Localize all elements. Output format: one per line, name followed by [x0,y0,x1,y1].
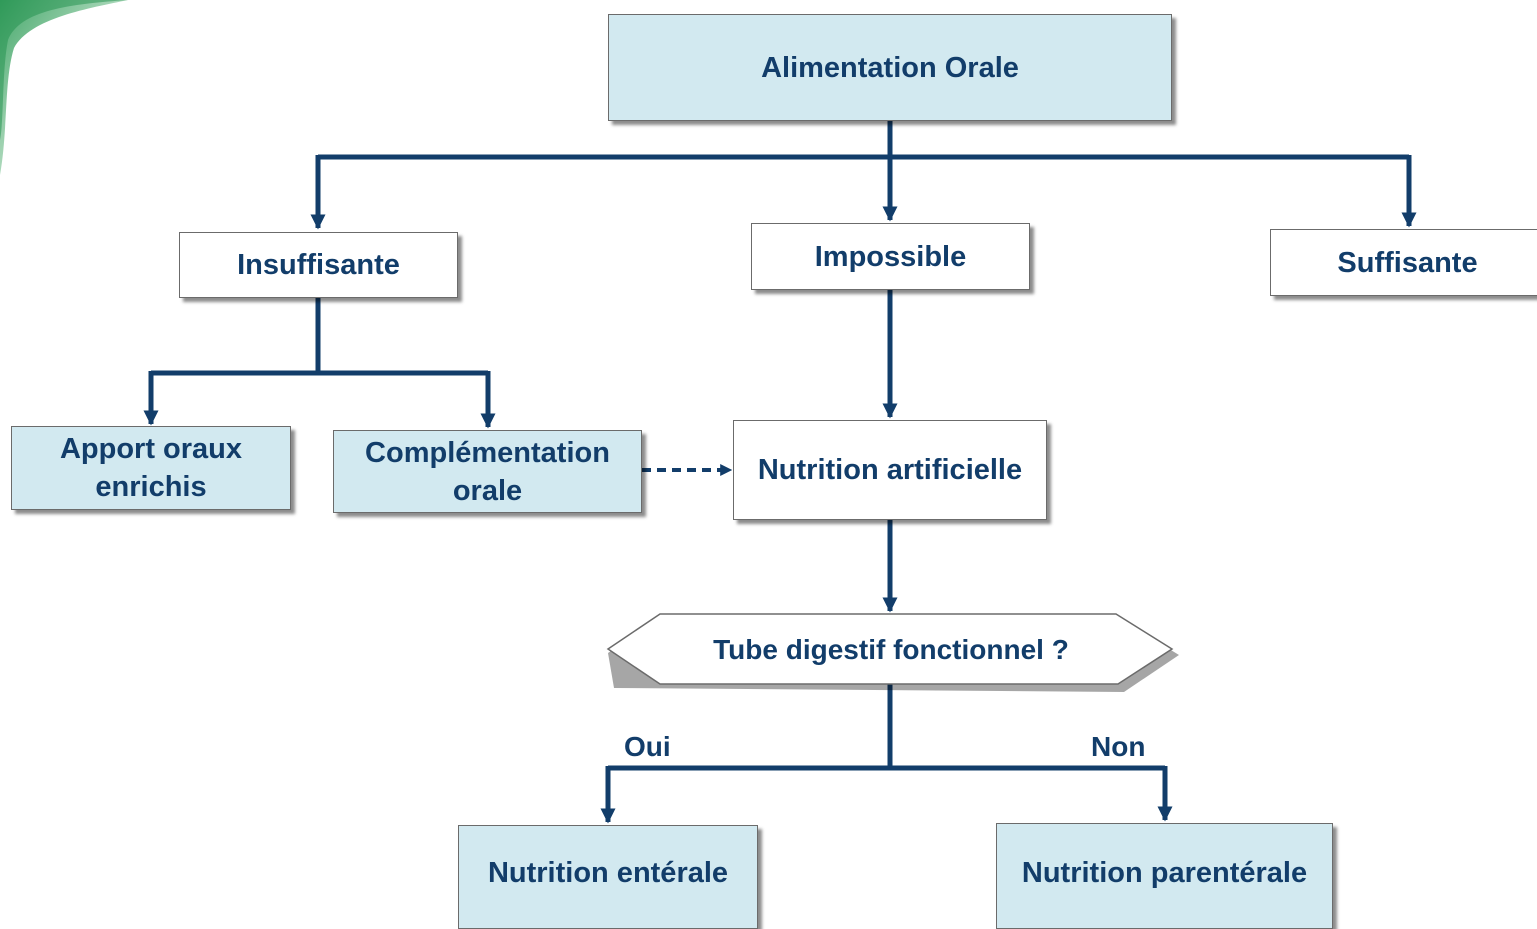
branch-label-oui: Oui [624,731,671,762]
node-nutrition-parenterale: Nutrition parentérale [996,823,1333,929]
branch-label-non: Non [1091,731,1146,762]
node-insuffisante: Insuffisante [179,232,458,298]
decision-hexagon-shape [606,613,1174,685]
node-nutrition-artificielle: Nutrition artificielle [733,420,1047,520]
node-label: Suffisante [1337,246,1478,279]
node-complementation-orale: Complémentation orale [333,430,642,513]
node-alimentation-orale: Alimentation Orale [608,14,1172,121]
node-label: Complémentation orale [365,436,610,507]
node-label: Nutrition entérale [487,857,729,889]
node-label: Nutrition artificielle [757,454,1023,486]
node-label: Insuffisante [237,249,400,281]
node-nutrition-enterale: Nutrition entérale [458,825,758,929]
node-label: Apport oraux enrichis [59,433,243,503]
node-impossible: Impossible [751,223,1030,290]
node-label: Alimentation Orale [761,51,1019,84]
node-apport-oraux-enrichis: Apport oraux enrichis [11,426,291,510]
corner-swoosh-decoration [0,0,128,175]
decision-question: Tube digestif fonctionnel ? [713,634,1069,665]
node-label: Impossible [814,240,967,273]
node-label: Nutrition parentérale [1021,857,1308,889]
node-suffisante: Suffisante [1270,229,1537,296]
